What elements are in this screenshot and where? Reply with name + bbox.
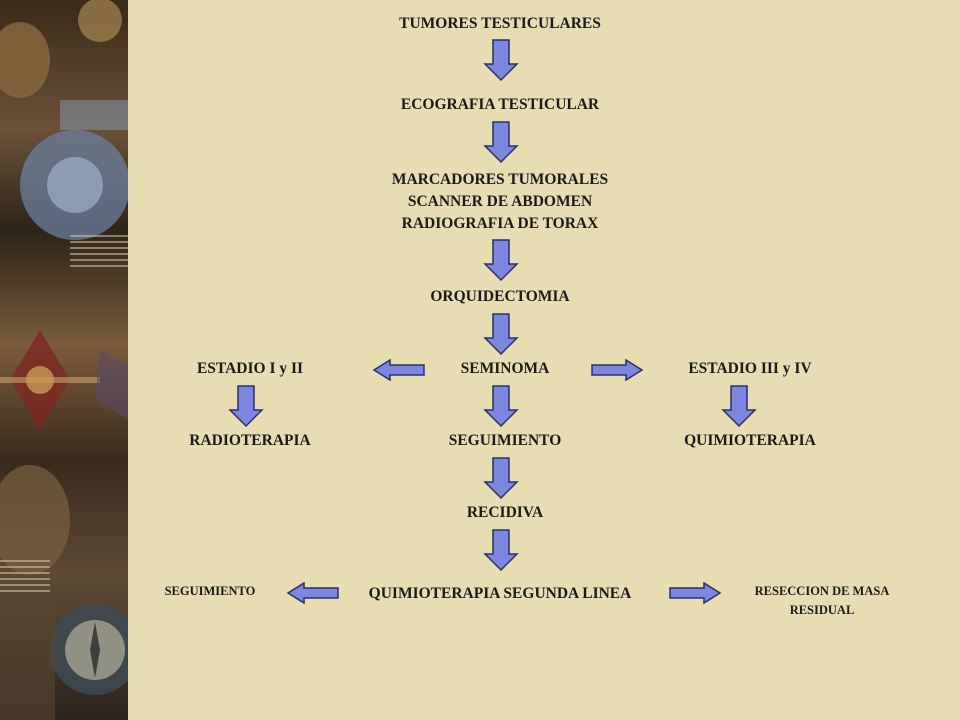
- node-recidiva: RECIDIVA: [466, 504, 544, 521]
- arrow-right-seminoma-estadio: [591, 359, 643, 381]
- decorative-side-image: [0, 0, 128, 720]
- node-ecografia-testicular: ECOGRAFIA TESTICULAR: [400, 96, 600, 113]
- node-estadio-iii-iv: ESTADIO III y IV: [688, 360, 812, 377]
- node-quimioterapia: QUIMIOTERAPIA: [684, 432, 816, 449]
- arrow-down-estadio-quimioterapia: [722, 385, 756, 427]
- arrow-left-seminoma-estadio: [373, 359, 425, 381]
- node-orquidectomia: ORQUIDECTOMIA: [430, 288, 570, 305]
- node-marcadores-line-2: SCANNER DE ABDOMEN: [407, 193, 593, 210]
- arrow-down-tumores-ecografia: [484, 39, 518, 81]
- arrow-down-ecografia-marcadores: [484, 121, 518, 163]
- node-seminoma: SEMINOMA: [460, 360, 550, 377]
- arrow-down-seguimiento-recidiva: [484, 457, 518, 499]
- medal-collage-graphic: [0, 0, 128, 720]
- arrow-right-quimio-reseccion: [669, 582, 721, 604]
- node-estadio-i-ii: ESTADIO I y II: [196, 360, 304, 377]
- node-seguimiento-secondary: SEGUIMIENTO: [164, 584, 256, 598]
- arrow-down-estadio-radioterapia: [229, 385, 263, 427]
- arrow-down-seminoma-seguimiento: [484, 385, 518, 427]
- node-reseccion-line-2: RESIDUAL: [789, 603, 855, 617]
- arrow-down-marcadores-orquidectomia: [484, 239, 518, 281]
- arrow-down-recidiva-quimio: [484, 529, 518, 571]
- node-marcadores-line-1: MARCADORES TUMORALES: [391, 171, 609, 188]
- node-seguimiento: SEGUIMIENTO: [448, 432, 562, 449]
- node-tumores-testiculares: TUMORES TESTICULARES: [399, 15, 601, 32]
- node-quimioterapia-segunda-linea: QUIMIOTERAPIA SEGUNDA LINEA: [368, 585, 632, 602]
- arrow-down-orquidectomia-seminoma: [484, 313, 518, 355]
- node-reseccion-line-1: RESECCION DE MASA: [754, 584, 890, 598]
- node-marcadores-line-3: RADIOGRAFIA DE TORAX: [401, 215, 599, 232]
- node-radioterapia: RADIOTERAPIA: [189, 432, 311, 449]
